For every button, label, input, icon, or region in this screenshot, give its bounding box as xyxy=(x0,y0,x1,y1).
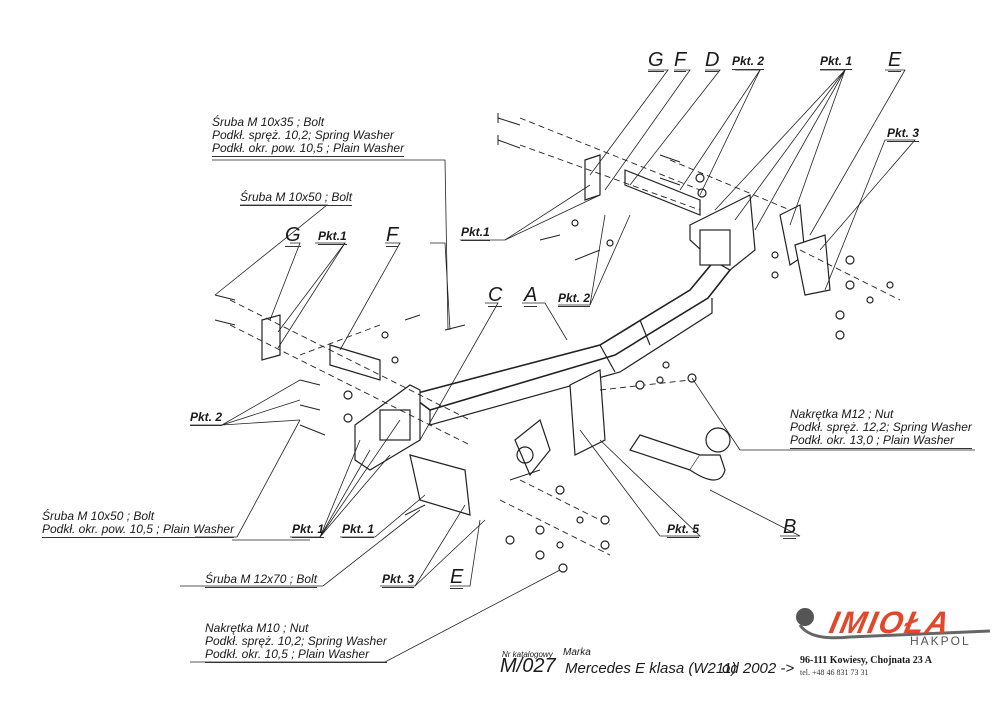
callout-line: Podkł. okr. 13,0 ; Plain Washer xyxy=(790,433,955,447)
part-label-a: A xyxy=(524,284,538,307)
point-label-pkt5: Pkt. 5 xyxy=(667,522,700,538)
point-label-pkt1-mid: Pkt.1 xyxy=(461,225,490,241)
plate-part-f-left xyxy=(329,344,381,381)
callout-line: Podkł. okr. pow. 10,5 ; Plain Washer xyxy=(42,522,235,536)
point-label-pkt1-bottom-b: Pkt. 1 xyxy=(342,522,375,538)
vehicle-model: Mercedes E klasa (W211) xyxy=(565,660,737,677)
callout-bolt-m10x50-lower: Śruba M 10x50 ; Bolt Podkł. okr. pow. 10… xyxy=(42,509,235,538)
point-label-pkt1-upper-left: Pkt.1 xyxy=(318,229,347,245)
company-subname: HAKPOL xyxy=(910,634,971,648)
hitch-mount-bracket xyxy=(569,369,606,456)
callout-line: Podkł. okr. 10,5 ; Plain Washer xyxy=(205,647,370,661)
callout-bolt-m10x35: Śruba M 10x35 ; Bolt Podkł. spręż. 10,2;… xyxy=(212,115,405,157)
company-address: 96-111 Kowiesy, Chojnata 23 A xyxy=(800,655,932,666)
part-label-f-left: F xyxy=(386,224,399,247)
callout-line: Nakrętka M10 ; Nut xyxy=(205,621,309,635)
point-label-pkt3-bottom: Pkt. 3 xyxy=(382,572,415,588)
callout-line: Podkł. spręż. 12,2; Spring Washer xyxy=(790,420,972,434)
part-label-g-left: G xyxy=(285,224,301,247)
part-label-c: C xyxy=(488,284,503,307)
bracket-part-d xyxy=(624,169,756,271)
callout-line: Śruba M 10x50 ; Bolt xyxy=(42,509,155,523)
catalog-number: M/027 xyxy=(500,655,556,677)
point-label-pkt3-top: Pkt. 3 xyxy=(887,126,920,142)
callout-line: Podkł. okr. pow. 10,5 ; Plain Washer xyxy=(212,141,405,155)
callout-nut-m12: Nakrętka M12 ; Nut Podkł. spręż. 12,2; S… xyxy=(790,408,972,449)
plate-part-g-top xyxy=(584,154,601,201)
point-label-pkt1-top: Pkt. 1 xyxy=(820,54,853,70)
company-logo-icon xyxy=(796,608,990,640)
model-year: od 2002 -> xyxy=(722,660,795,677)
crossbar-part-a xyxy=(408,258,732,426)
point-label-pkt2-left: Pkt. 2 xyxy=(190,410,223,426)
part-label-b: B xyxy=(783,516,797,539)
part-label-d-top: D xyxy=(705,49,720,72)
make-label: Marka xyxy=(563,647,591,658)
callout-line: Podkł. spręż. 10,2; Spring Washer xyxy=(205,634,387,648)
point-label-pkt1-bottom-a: Pkt. 1 xyxy=(292,522,325,538)
point-label-pkt2-top: Pkt. 2 xyxy=(732,54,765,70)
part-label-g-top: G xyxy=(648,49,664,72)
callout-bolt-m12x70: Śruba M 12x70 ; Bolt xyxy=(205,572,318,588)
part-label-f-top: F xyxy=(674,49,687,72)
callout-line: Nakrętka M12 ; Nut xyxy=(790,407,894,421)
catalog-number-label: Nr katalogowy xyxy=(502,650,553,659)
callout-line: Śruba M 10x35 ; Bolt xyxy=(212,115,325,129)
bracket-part-e xyxy=(779,204,831,296)
part-label-e-top: E xyxy=(888,49,902,72)
callout-nut-m10: Nakrętka M10 ; Nut Podkł. spręż. 10,2; S… xyxy=(205,622,387,663)
plate-part-g-left xyxy=(261,314,281,361)
socket-plate xyxy=(514,418,551,477)
callout-bolt-m10x50-top: Śruba M 10x50 ; Bolt xyxy=(240,190,353,206)
bracket-part-c xyxy=(354,384,471,516)
part-label-e-bottom: E xyxy=(450,566,464,589)
callout-line: Podkł. spręż. 10,2; Spring Washer xyxy=(212,128,394,142)
company-phone: tel. +48 46 831 73 31 xyxy=(800,668,869,677)
tow-ball-part-b xyxy=(629,427,731,481)
point-label-pkt2-mid: Pkt. 2 xyxy=(558,291,591,307)
